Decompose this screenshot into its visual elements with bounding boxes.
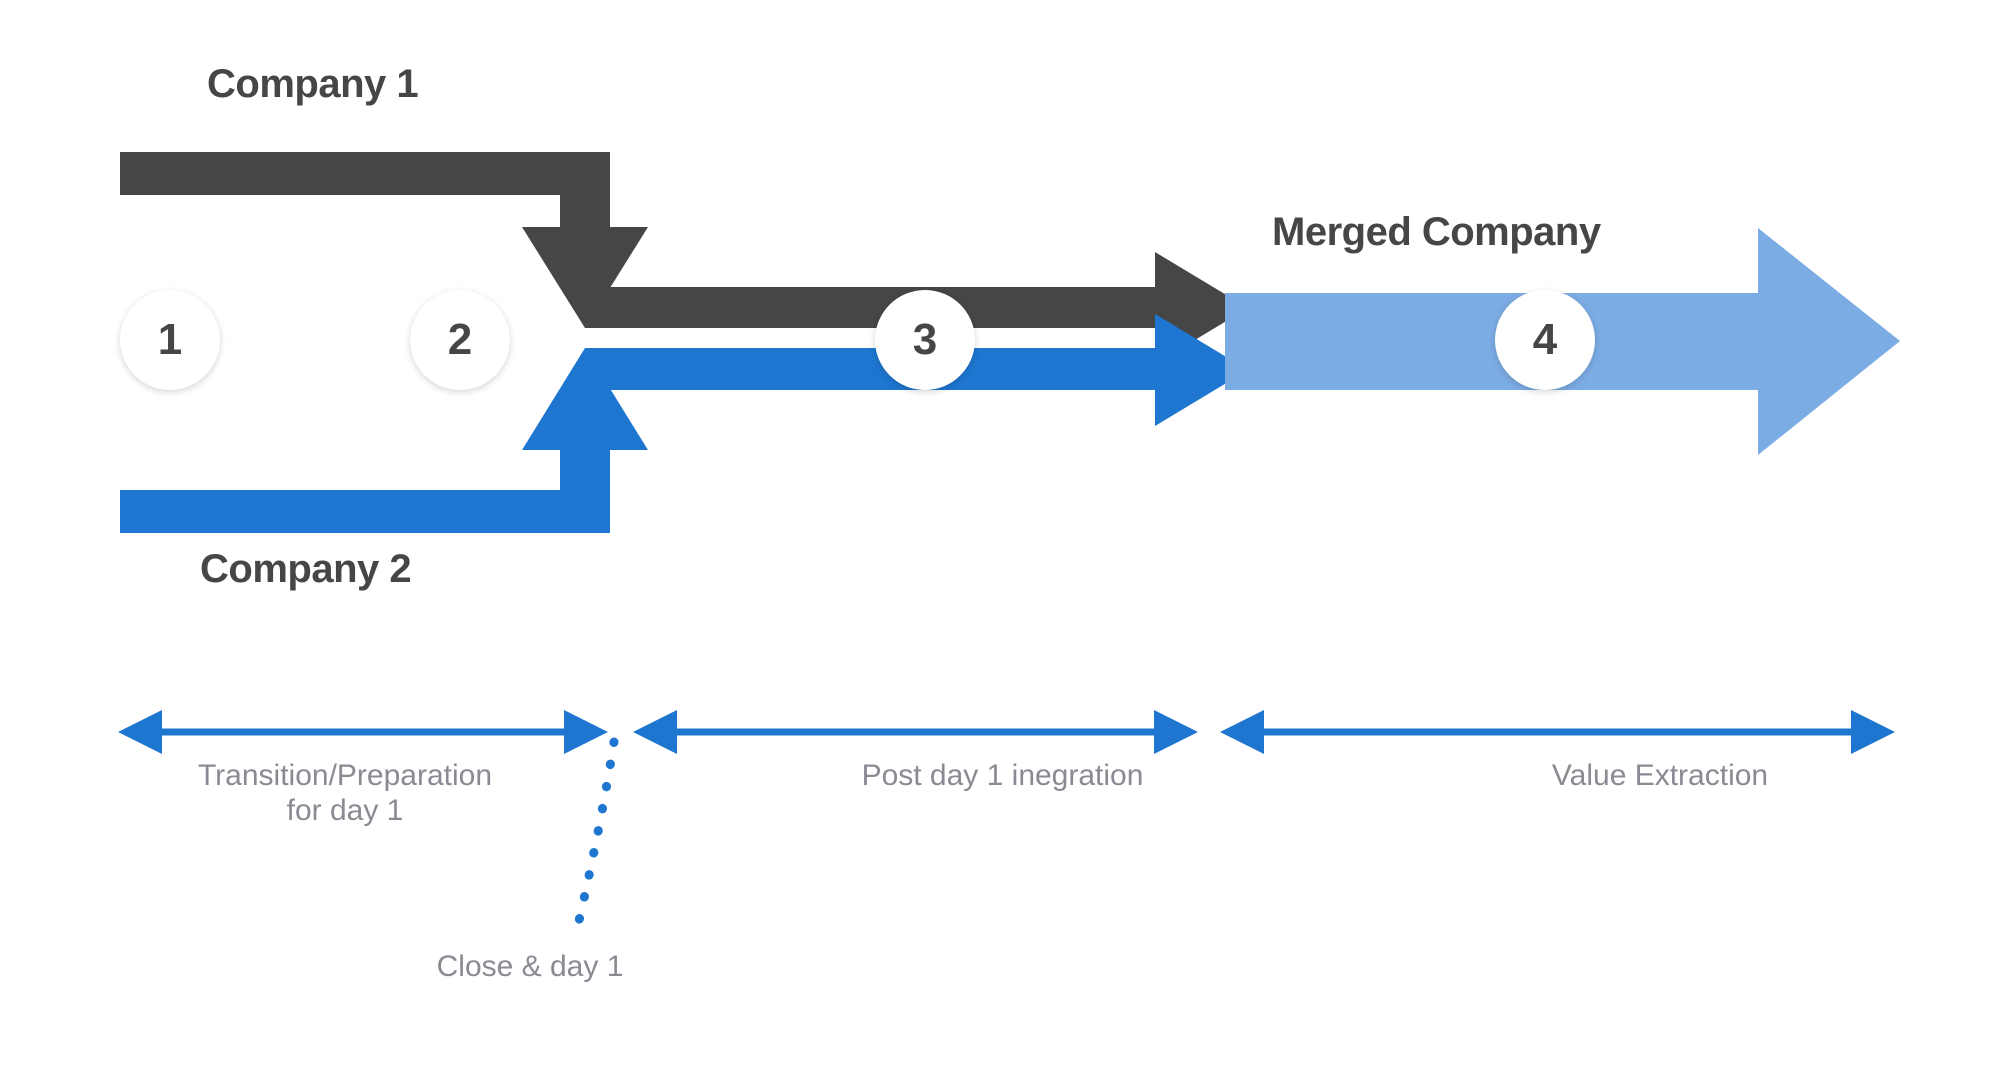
timeline-segment-1 <box>633 710 1198 754</box>
company-2-label: Company 2 <box>200 547 412 591</box>
step-badge-1[interactable]: 1 <box>120 290 220 390</box>
timeline-arrowhead-left-1 <box>633 710 677 754</box>
timeline-arrowhead-right-2 <box>1851 710 1895 754</box>
timeline-arrowhead-right-0 <box>564 710 608 754</box>
phase-label-post-day-1: Post day 1 inegration <box>861 759 1144 792</box>
milestone-dotted-line <box>573 737 619 930</box>
timeline-arrowhead-left-0 <box>118 710 162 754</box>
step-badge-3[interactable]: 3 <box>875 290 975 390</box>
milestone-dotted-connector <box>573 737 619 930</box>
step-badge-2[interactable]: 2 <box>410 290 510 390</box>
company-1-label: Company 1 <box>207 62 419 106</box>
merged-company-label: Merged Company <box>1272 210 1601 254</box>
step-badge-4[interactable]: 4 <box>1495 290 1595 390</box>
timeline-arrowhead-right-1 <box>1154 710 1198 754</box>
milestone-label-close-day-1: Close & day 1 <box>436 950 624 983</box>
phase-label-value-extraction: Value Extraction <box>1551 759 1769 792</box>
timeline-segment-2 <box>1220 710 1895 754</box>
timeline-arrowhead-left-2 <box>1220 710 1264 754</box>
timeline-segment-0 <box>118 710 608 754</box>
